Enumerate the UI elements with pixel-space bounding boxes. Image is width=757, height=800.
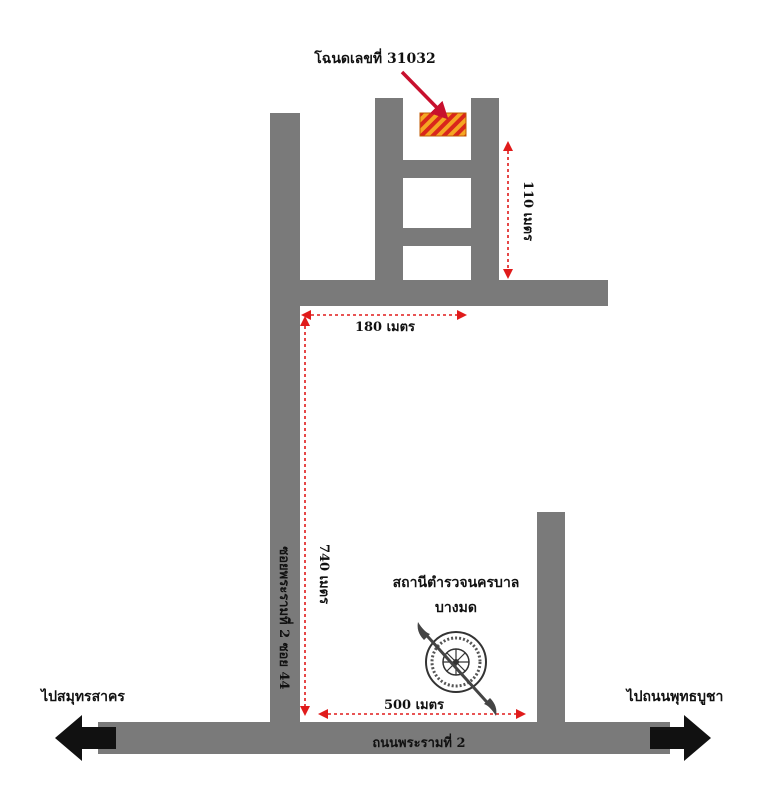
road-rama2 bbox=[98, 722, 670, 754]
dim-head-180-left bbox=[301, 310, 311, 320]
dim-head-500-left bbox=[318, 709, 328, 719]
label-rama2-road: ถนนพระรามที่ 2 bbox=[372, 733, 465, 751]
dimensions bbox=[304, 145, 522, 715]
plot-pointer bbox=[400, 70, 449, 120]
dim-head-110-bottom bbox=[503, 269, 513, 279]
arrow-right-icon bbox=[650, 715, 711, 761]
police-emblem-icon bbox=[417, 622, 497, 716]
label-to-samut-sakhon: ไปสมุทรสาคร bbox=[39, 687, 125, 705]
dimension-heads bbox=[300, 141, 526, 719]
road-connector-lower bbox=[375, 228, 499, 246]
road-lane-right bbox=[471, 98, 499, 282]
label-180-meters: 180 เมตร bbox=[355, 320, 415, 335]
roads bbox=[98, 98, 670, 754]
road-soi44 bbox=[270, 113, 300, 725]
dim-head-180-right bbox=[457, 310, 467, 320]
label-soi-44: ซอยพระรามที่ 2 ซอย 44 bbox=[276, 546, 294, 689]
dim-head-740-bottom bbox=[300, 706, 310, 716]
label-bang-mot: บางมด bbox=[435, 600, 477, 616]
road-connector-upper bbox=[375, 160, 499, 178]
plot-title: โฉนดเลขที่ 31032 bbox=[313, 48, 435, 67]
hatched-plot-marker bbox=[419, 112, 467, 137]
dim-head-110-top bbox=[503, 141, 513, 151]
label-500-meters: 500 เมตร bbox=[384, 698, 444, 713]
dim-head-500-right bbox=[516, 709, 526, 719]
label-740-meters: 740 เมตร bbox=[316, 544, 331, 604]
label-police-station: สถานีตำรวจนครบาล bbox=[393, 575, 520, 591]
label-to-phutthabucha: ไปถนนพุทธบูชา bbox=[625, 687, 724, 705]
arrow-left-icon bbox=[55, 715, 116, 761]
dim-head-740-top bbox=[300, 316, 310, 326]
road-station-side bbox=[537, 512, 565, 724]
road-lane-left bbox=[375, 98, 403, 282]
road-cross bbox=[270, 280, 608, 306]
label-110-meters: 110 เมตร bbox=[520, 181, 535, 241]
